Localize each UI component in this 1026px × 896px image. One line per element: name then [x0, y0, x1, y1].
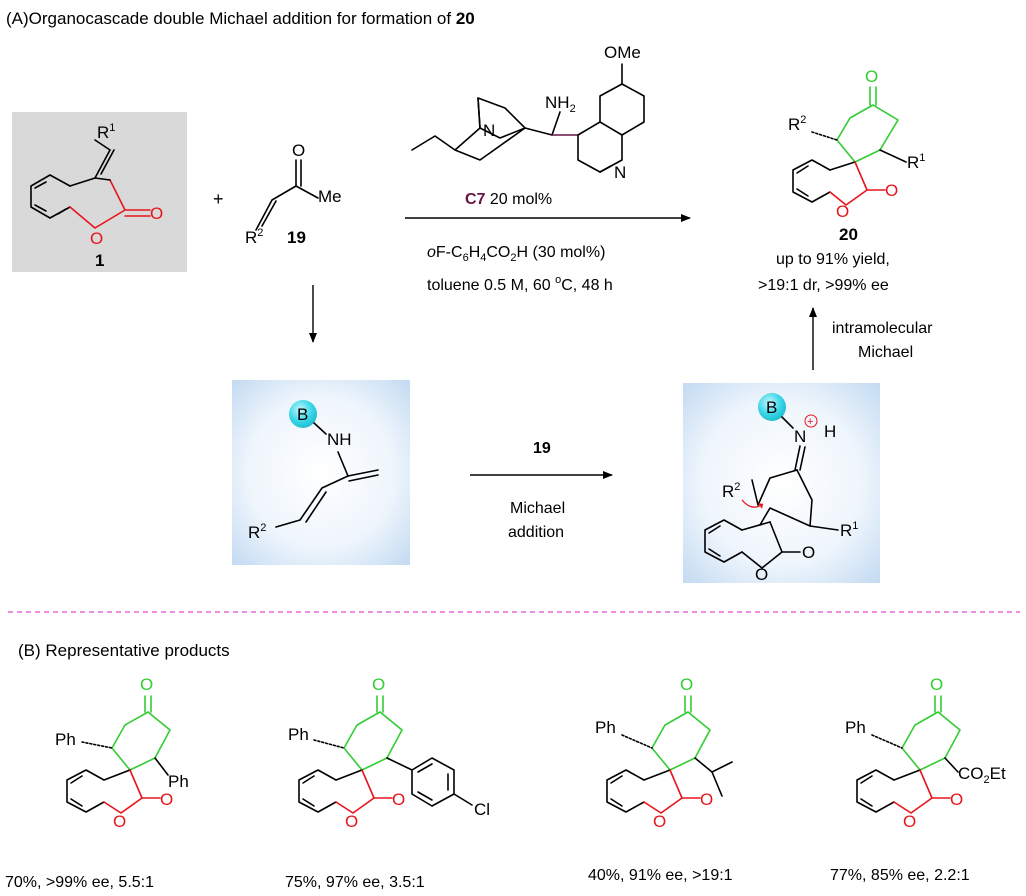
- r1-label: R1: [97, 122, 115, 142]
- methoxy-label: OMe: [604, 43, 641, 62]
- phenyl-left-label: Ph: [845, 718, 866, 737]
- ketone-oxygen: O: [865, 67, 878, 86]
- product-selectivity: >19:1 dr, >99% ee: [758, 277, 889, 294]
- iminium-intermediate: B N + H R1 R2 O O: [683, 383, 880, 584]
- carbonyl-oxygen: O: [392, 790, 405, 809]
- product-result-4: 77%, 85% ee, 2.2:1: [830, 867, 970, 884]
- iminium-carbonyl-oxygen: O: [802, 543, 815, 562]
- iminium-base-ball: [758, 393, 786, 421]
- enamine-intermediate: B NH R2: [232, 380, 410, 565]
- michael-reagent-label: 19: [533, 440, 551, 457]
- product-ring-oxygen: O: [836, 202, 849, 221]
- ring-oxygen: O: [90, 229, 103, 248]
- ester-label: CO2Et: [958, 764, 1006, 786]
- ring-oxygen: O: [113, 812, 126, 831]
- product-r2: R2: [788, 114, 806, 134]
- conditions-acid: oF-C6H4CO2H (30 mol%): [427, 244, 605, 264]
- enamine-box: [232, 380, 410, 565]
- intramolecular-label: intramolecular: [832, 320, 933, 337]
- michael-label: Michael: [510, 500, 565, 517]
- quinoline-nitrogen: N: [614, 163, 626, 182]
- carbonyl-oxygen: O: [950, 790, 963, 809]
- section-b-title: (B) Representative products: [18, 641, 230, 660]
- product-card-4: O Ph CO2Et O O 77%, 85% ee, 2.2:1: [830, 675, 1006, 884]
- product-result-2: 75%, 97% ee, 3.5:1: [285, 874, 425, 891]
- substrate-1: R1 O O 1: [12, 112, 187, 272]
- section-a-title: (A)Organocascade double Michael addition…: [6, 9, 475, 28]
- compound-number-20: 20: [839, 225, 858, 244]
- conditions-temp: toluene 0.5 M, 60 oC, 48 h: [427, 274, 613, 294]
- substituent-label: Ph: [168, 772, 189, 791]
- compound-number-1: 1: [95, 251, 104, 270]
- substrate-box: [12, 112, 187, 272]
- iminium-base-label: B: [766, 398, 777, 417]
- product-yield: up to 91% yield,: [776, 251, 890, 268]
- enamine-r2-label: R2: [248, 522, 266, 542]
- carbonyl-oxygen: O: [700, 790, 713, 809]
- intramolecular-michael-label: Michael: [858, 344, 913, 361]
- methyl-label: Me: [318, 187, 342, 206]
- carbonyl-oxygen: O: [150, 204, 163, 223]
- product-carbonyl-oxygen: O: [885, 181, 898, 200]
- ring-oxygen: O: [653, 812, 666, 831]
- r2-label: R2: [245, 227, 263, 247]
- enone-oxygen: O: [292, 141, 305, 160]
- ketone-oxygen: O: [372, 675, 385, 694]
- ketone-oxygen: O: [140, 675, 153, 694]
- iminium-r1: R1: [840, 520, 858, 540]
- plus-sign: +: [213, 189, 224, 209]
- phenyl-left-label: Ph: [55, 730, 76, 749]
- base-ball: [289, 400, 317, 428]
- addition-label: addition: [508, 524, 564, 541]
- ring-oxygen: O: [903, 812, 916, 831]
- product-result-1: 70%, >99% ee, 5.5:1: [5, 874, 154, 891]
- ring-oxygen: O: [345, 812, 358, 831]
- product-card-3: O Ph O O 40%, 91% ee, >19:1: [588, 675, 733, 884]
- bridgehead-nitrogen: N: [483, 121, 495, 140]
- chloro-label: Cl: [474, 800, 490, 819]
- catalyst-c7: N NH2 OMe N C7 20 mol%: [411, 43, 645, 208]
- product-card-1: O Ph Ph O O 70%, >99% ee, 5.5:1: [5, 675, 189, 891]
- amine-label: NH2: [545, 93, 576, 115]
- compound-number-19: 19: [287, 228, 306, 247]
- product-result-3: 40%, 91% ee, >19:1: [588, 867, 733, 884]
- phenyl-left-label: Ph: [595, 718, 616, 737]
- iminium-h-label: H: [824, 422, 836, 441]
- iminium-ring-oxygen: O: [755, 565, 768, 584]
- enamine-nh-label: NH: [327, 430, 352, 449]
- phenyl-left-label: Ph: [288, 725, 309, 744]
- ketone-oxygen: O: [930, 675, 943, 694]
- product-r1: R1: [907, 152, 925, 172]
- iminium-n-label: N: [794, 427, 806, 446]
- iminium-charge: +: [807, 416, 813, 428]
- enone-19: O Me R2 19: [245, 141, 342, 247]
- carbonyl-oxygen: O: [160, 790, 173, 809]
- product-20: O R2 R1 O O 20 up to 91% yield, >19:1 dr…: [758, 67, 925, 294]
- iminium-r2: R2: [722, 481, 740, 501]
- ketone-oxygen: O: [680, 675, 693, 694]
- catalyst-loading: C7 20 mol%: [465, 191, 552, 208]
- product-card-2: O Ph Cl O O 75%, 97% ee, 3.5:1: [285, 675, 490, 891]
- base-label: B: [297, 405, 308, 424]
